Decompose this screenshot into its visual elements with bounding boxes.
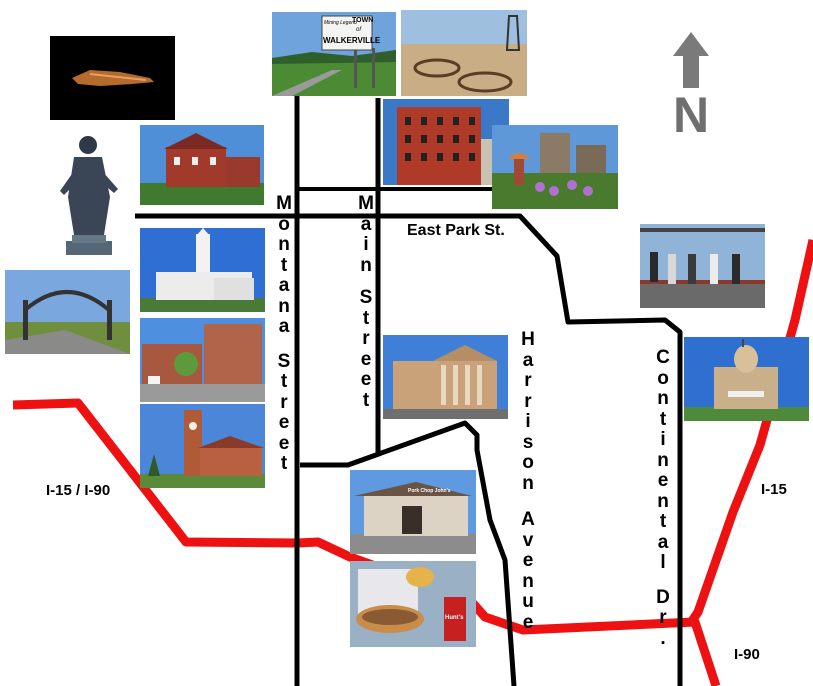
street-letter: D <box>656 586 670 608</box>
highway-label-east: I-15 <box>761 481 787 498</box>
photo-observation-deck <box>640 224 765 308</box>
street-letter: t <box>280 254 288 276</box>
photo-diner: Pork Chop John's <box>350 470 476 554</box>
street-letter: e <box>278 412 290 433</box>
street-letter: a <box>278 316 290 337</box>
walkerville-name-text: WALKERVILLE <box>323 36 381 45</box>
street-letter: H <box>521 329 535 350</box>
photo-copper-nugget <box>50 36 175 120</box>
street-letter: r <box>659 607 667 628</box>
street-letter: t <box>280 453 288 474</box>
street-letter: n <box>657 388 669 409</box>
street-letter: . <box>660 627 666 649</box>
harrison-avenue-line <box>300 420 517 686</box>
street-letter: r <box>362 328 370 349</box>
diner-sign-text: Pork Chop John's <box>408 488 451 494</box>
street-letter: i <box>363 234 369 255</box>
street-letter: C <box>656 347 670 368</box>
photo-columned-building <box>383 335 508 419</box>
street-letter: n <box>522 570 534 592</box>
walkerville-town-text: TOWN <box>352 17 374 24</box>
street-letter: t <box>659 408 667 430</box>
street-letter: n <box>360 254 372 276</box>
street-letter: e <box>278 432 290 454</box>
highway-label-west: I-15 / I-90 <box>46 482 111 499</box>
street-letter: n <box>522 472 534 494</box>
street-letter: S <box>277 350 291 372</box>
street-letter: n <box>657 449 669 471</box>
photo-gateway-arch <box>5 270 130 354</box>
street-letter: u <box>522 591 534 612</box>
street-letter: i <box>525 411 531 432</box>
photo-white-church <box>140 228 265 312</box>
street-letter: n <box>278 234 290 255</box>
street-letter: v <box>522 529 534 551</box>
photo-clock-tower <box>140 404 265 488</box>
walkerville-of-text: of <box>356 27 362 33</box>
photo-sandwich-food: Hunt's <box>350 561 476 647</box>
street-letter: e <box>522 550 534 571</box>
east-park-street-line <box>135 213 683 686</box>
street-letter: r <box>524 390 532 412</box>
street-letter: n <box>657 490 669 512</box>
photo-hotel-building <box>383 99 509 185</box>
street-letter: o <box>522 452 534 473</box>
street-letter: e <box>360 348 372 370</box>
photo-hospital-street <box>140 318 265 402</box>
street-letter: r <box>524 370 532 391</box>
photo-mine-wheels <box>401 10 527 96</box>
street-letter: s <box>522 431 534 453</box>
street-letter: t <box>280 371 288 392</box>
photo-walkerville-sign: Mining Legend TOWN of WALKERVILLE <box>272 12 396 96</box>
street-letter: r <box>280 391 288 413</box>
street-letter: M <box>276 193 292 214</box>
street-letter: i <box>660 429 666 450</box>
street-letter: t <box>362 389 370 411</box>
street-letter: e <box>360 369 372 390</box>
north-label: N <box>673 87 710 143</box>
street-letter: a <box>278 275 290 296</box>
street-letter: t <box>659 511 667 532</box>
street-letter: n <box>278 295 290 317</box>
highway-label-south: I-90 <box>734 646 760 663</box>
interstate-i15-north <box>686 239 813 627</box>
interstate-i15-i90-west <box>12 398 721 686</box>
street-letter: A <box>521 509 535 530</box>
street-letter: e <box>522 611 534 633</box>
street-letter: l <box>660 552 666 573</box>
walkerville-small-text: Mining Legend <box>324 20 357 26</box>
street-letter: t <box>362 307 370 329</box>
photo-onion-dome-church <box>684 337 809 421</box>
street-letter: a <box>657 531 669 553</box>
photo-statue <box>52 131 125 261</box>
north-arrow-icon <box>673 32 709 88</box>
photo-brick-mansion <box>140 125 264 205</box>
east-park-street-label: East Park St. <box>407 222 505 239</box>
photo-garden-plaza <box>492 125 618 209</box>
street-letter: a <box>522 349 534 371</box>
street-letter: a <box>360 213 372 235</box>
ketchup-label: Hunt's <box>445 615 464 621</box>
street-letter: o <box>278 213 290 235</box>
street-letter: o <box>657 367 669 389</box>
north-compass: N <box>665 30 725 143</box>
street-letter: S <box>359 287 373 308</box>
street-letter: M <box>358 193 374 214</box>
street-letter: e <box>657 470 669 491</box>
